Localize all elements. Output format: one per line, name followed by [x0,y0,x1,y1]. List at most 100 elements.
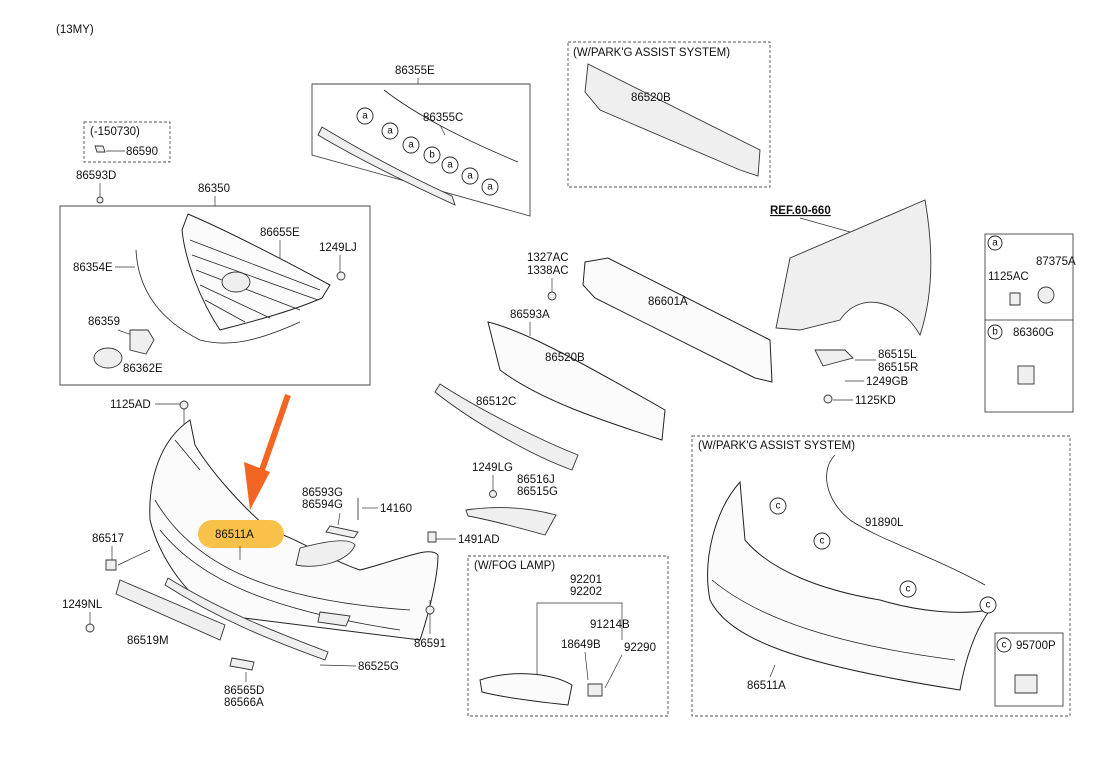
part-label-86519m: 86519M [127,635,169,647]
clip-86590-part [94,145,106,153]
part-label-14160: 14160 [380,503,412,515]
energy-absorber-top-part [584,63,761,177]
garnish-86515g-part [465,507,557,536]
part-label-86591: 86591 [414,638,446,650]
part-label-86516j: 86516J [517,474,555,486]
part-label-86515r: 86515R [878,362,918,374]
part-label-86525g: 86525G [358,661,399,673]
cover-trim-part [317,126,456,206]
part-label-86515g: 86515G [517,486,558,498]
part-label-1327ac: 1327AC [527,252,569,264]
lower-lip-part [164,577,329,661]
molding-strip-part [383,89,519,163]
grille-group: (-150730) 86590 86593D 86350 86655E 1249… [59,121,371,386]
svg-text:a: a [467,171,473,182]
cover-assembly-group: 86355E 86355C a a a b a a a [311,65,531,217]
beam-group: 1327AC 1338AC 86601A 86593A 86520B 86512… [434,252,918,471]
front-bumper-cover-part [149,419,439,641]
part-label-86517: 86517 [92,533,124,545]
part-label-86515l: 86515L [878,349,917,361]
part-label-86354e: 86354E [73,262,113,274]
emblem-part [93,347,123,369]
bracket-86515-part [814,349,854,367]
part-label-95700p: 95700P [1016,640,1056,652]
part-label-86360g: 86360G [1013,327,1054,339]
parking-sensor-part [1014,674,1038,694]
part-label-1338ac: 1338AC [527,265,569,277]
part-label-86593a: 86593A [510,309,550,321]
part-label-86590: 86590 [126,146,158,158]
part-label-1249nl: 1249NL [62,599,103,611]
part-label-86512c: 86512C [476,396,516,408]
part-label-87375a: 87375A [1036,256,1076,268]
fog-bulb-part [587,683,603,697]
part-label-18649b: 18649B [561,639,601,651]
grille-molding-part [135,249,301,344]
bumper-cover-park-assist-part [707,480,992,691]
part-label-86355e: 86355E [395,65,435,77]
model-year-label: (13MY) [56,24,94,36]
molding-86593g-part [325,525,359,539]
svg-text:a: a [447,160,453,171]
part-label-86355c: 86355C [423,112,463,124]
part-label-86593d: 86593D [76,170,116,182]
cap-87375a-part [1037,286,1055,304]
license-bracket-part [115,579,226,641]
fog-lamp-title: (W/FOG LAMP) [474,560,555,572]
part-label-86362e: 86362E [123,363,163,375]
part-label-86601a: 86601A [648,296,688,308]
part-label-86594g: 86594G [302,499,343,511]
part-label-86566a: 86566A [224,697,264,709]
callout-a-group: a a a b a a a [356,107,499,196]
svg-text:a: a [387,126,393,137]
fender-part [775,199,932,337]
svg-text:a: a [992,238,998,249]
legend-box: a 87375A 1125AC b 86360G [984,233,1076,413]
part-label-86511a-highlight: 86511A [215,529,254,541]
part-label-86359: 86359 [88,316,120,328]
part-label-1491ad: 1491AD [458,534,500,546]
highlight-group: 86511A [198,394,291,560]
fog-lamp-box: (W/FOG LAMP) 92201 92202 91214B 18649B 9… [467,555,669,717]
part-label-86350: 86350 [198,183,230,195]
fog-lamp-part [479,673,573,706]
sensor-wiring-part [826,454,986,586]
front-bumper-group: 1125AD 86593G 86594G 14160 1491AD 1249LG… [62,399,558,709]
emblem-bracket-part [129,329,155,355]
park-assist-top-title: (W/PARK'G ASSIST SYSTEM) [573,47,730,59]
part-label-1125ac: 1125AC [988,271,1029,283]
fog-opening-part [317,611,351,627]
part-label-91214b: 91214B [590,619,630,631]
grille-emblem-part [221,271,251,293]
part-label-92202: 92202 [570,586,602,598]
part-label-86520b-top: 86520B [631,92,671,104]
absorber-lower-part [434,383,579,471]
grille-part [181,213,331,331]
svg-text:b: b [992,327,998,338]
park-assist-bottom-box: (W/PARK'G ASSIST SYSTEM) 91890L c c c c … [691,435,1071,717]
svg-text:c: c [906,584,911,595]
highlight-pill [198,520,284,548]
part-label-91890l: 91890L [865,517,904,529]
svg-text:a: a [362,111,368,122]
part-label-92290: 92290 [624,642,656,654]
svg-text:a: a [487,182,493,193]
svg-text:c: c [820,536,825,547]
bumper-beam-part [582,257,773,383]
grille-group-frame [59,205,371,386]
screw-1125ac-part [1009,292,1021,306]
part-label-86565d: 86565D [224,685,264,697]
bumper-opening-part [295,540,356,567]
part-label-86655e: 86655E [260,227,300,239]
part-label-86520b: 86520B [545,352,585,364]
part-label-1125kd: 1125KD [855,395,896,407]
clip-86360g-part [1017,365,1035,385]
svg-text:c: c [986,600,991,611]
energy-absorber-part [487,321,666,441]
part-label-1249lj: 1249LJ [319,242,357,254]
date-range-label: (-150730) [90,126,140,138]
svg-text:a: a [408,140,414,151]
part-label-86593g: 86593G [302,487,343,499]
pointer-arrow-icon [244,394,291,510]
